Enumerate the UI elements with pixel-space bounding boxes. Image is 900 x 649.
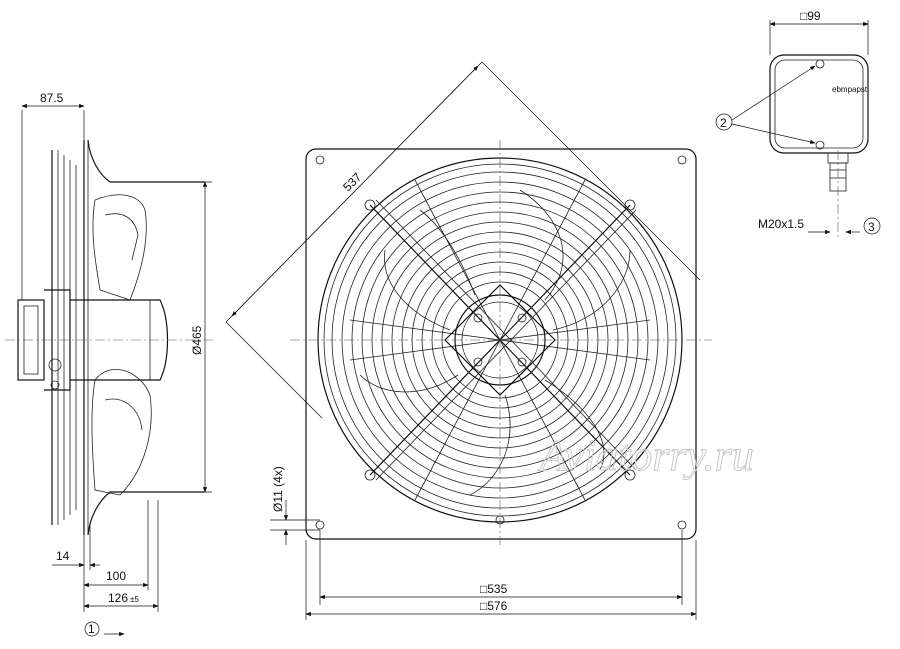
- dim-126-tolerance: ±5: [130, 595, 139, 604]
- watermark: Aviatorry.ru: [537, 431, 754, 480]
- dim-99: □99: [800, 9, 821, 23]
- front-view: [290, 140, 712, 545]
- dim-87-5: 87.5: [40, 91, 64, 105]
- dim-576: □576: [480, 599, 508, 613]
- dim-14: 14: [56, 549, 70, 563]
- brand-label: ebmpapst: [832, 85, 868, 94]
- side-view: [5, 139, 215, 536]
- dim-100: 100: [106, 569, 126, 583]
- terminal-box: ebmpapst □99 2 M20x1.5 3: [715, 9, 881, 238]
- callout-1: 1: [88, 622, 95, 636]
- dim-thread: M20x1.5: [758, 217, 804, 231]
- callout-2: 2: [720, 116, 727, 130]
- callout-3: 3: [868, 220, 875, 234]
- front-dimensions: 537 Ø11 (4x) □535 □576: [225, 61, 701, 620]
- side-dimensions: 87.5 Ø465 14 100 126 ±5 1: [21, 91, 212, 637]
- dim-465: Ø465: [190, 325, 204, 355]
- dim-537: 537: [340, 170, 364, 194]
- dim-535: □535: [480, 582, 508, 596]
- dim-hole: Ø11 (4x): [271, 466, 285, 512]
- dim-126: 126: [108, 591, 128, 605]
